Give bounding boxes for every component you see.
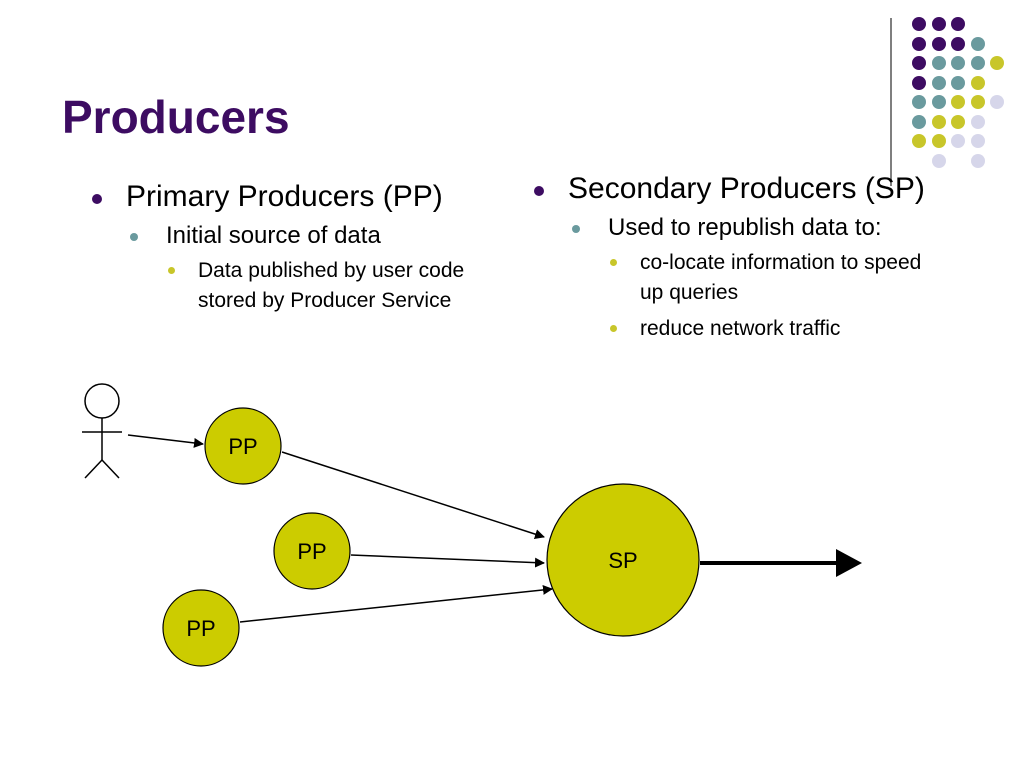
pp-node-1: PP bbox=[204, 407, 282, 485]
data-published-text: Data published by user code stored by Pr… bbox=[198, 259, 465, 312]
sp-node-label: SP bbox=[608, 548, 637, 573]
decorative-dot-icon bbox=[951, 134, 965, 148]
decorative-dot-icon bbox=[951, 114, 965, 129]
decorative-dot-icon bbox=[931, 153, 946, 168]
decorative-dot-icon bbox=[951, 17, 965, 31]
bullet-initial-source: Initial source of data bbox=[88, 222, 508, 250]
decorative-dot-icon bbox=[951, 75, 965, 90]
bullet-reduce-traffic: reduce network traffic bbox=[530, 314, 940, 344]
decorative-dot-icon bbox=[970, 114, 985, 129]
decorative-dot-icon bbox=[970, 134, 985, 148]
decorative-dot-icon bbox=[931, 95, 946, 109]
bullet-secondary-producers: Secondary Producers (SP) bbox=[530, 172, 930, 206]
decorative-dot-icon bbox=[970, 75, 985, 90]
bullet-primary-producers: Primary Producers (PP) bbox=[88, 180, 508, 214]
primary-producers-heading: Primary Producers (PP) bbox=[126, 180, 443, 213]
decorative-dot-icon bbox=[970, 36, 985, 51]
decorative-dot-icon bbox=[951, 95, 965, 109]
output-arrow bbox=[700, 549, 862, 577]
decorative-dot-icon bbox=[912, 36, 926, 51]
decorative-divider bbox=[890, 18, 892, 186]
decorative-dot-icon bbox=[912, 56, 926, 70]
arrow-pp1-to-sp bbox=[281, 451, 545, 539]
arrow-pp2-to-sp bbox=[350, 554, 545, 568]
bullet-republish: Used to republish data to: bbox=[530, 214, 930, 242]
secondary-producers-heading: Secondary Producers (SP) bbox=[568, 172, 925, 205]
pp-node-1-label: PP bbox=[228, 434, 257, 459]
bullet-dot-icon bbox=[610, 259, 617, 266]
decorative-dot-icon bbox=[912, 75, 926, 90]
bullet-dot-icon bbox=[572, 225, 580, 233]
decorative-dot-icon bbox=[912, 134, 926, 148]
slide-title: Producers bbox=[62, 91, 290, 143]
pp-node-3-label: PP bbox=[186, 616, 215, 641]
decorative-dot-icon bbox=[912, 114, 926, 129]
arrow-pp3-to-sp bbox=[239, 584, 553, 623]
user-stick-figure-icon bbox=[82, 383, 122, 479]
decorative-dot-icon bbox=[931, 36, 946, 51]
bullet-data-published: Data published by user code stored by Pr… bbox=[88, 256, 478, 316]
pp-node-2: PP bbox=[273, 512, 351, 590]
secondary-producers-column: Secondary Producers (SP) Used to republi… bbox=[530, 172, 930, 344]
decorative-dot-icon bbox=[912, 17, 926, 31]
pp-node-2-label: PP bbox=[297, 539, 326, 564]
bullet-dot-icon bbox=[168, 267, 175, 274]
bullet-dot-icon bbox=[130, 233, 138, 241]
primary-producers-column: Primary Producers (PP) Initial source of… bbox=[88, 180, 508, 316]
decorative-dot-icon bbox=[990, 95, 1004, 109]
reduce-traffic-text: reduce network traffic bbox=[640, 317, 841, 340]
bullet-dot-icon bbox=[534, 186, 544, 196]
decorative-dot-icon bbox=[912, 95, 926, 109]
colocate-text: co-locate information to speed up querie… bbox=[640, 251, 922, 304]
sp-node: SP bbox=[546, 483, 700, 637]
decorative-dot-icon bbox=[951, 56, 965, 70]
decorative-dot-icon bbox=[931, 114, 946, 129]
bullet-dot-icon bbox=[610, 325, 617, 332]
decorative-dot-icon bbox=[951, 36, 965, 51]
decorative-dot-icon bbox=[931, 134, 946, 148]
decorative-dot-icon bbox=[931, 56, 946, 70]
decorative-dot-icon bbox=[970, 56, 985, 70]
republish-text: Used to republish data to: bbox=[608, 214, 882, 241]
bullet-dot-icon bbox=[92, 194, 102, 204]
arrow-user-to-pp bbox=[127, 434, 204, 448]
decorative-dot-icon bbox=[970, 153, 985, 168]
decorative-dot-icon bbox=[990, 56, 1004, 70]
bullet-colocate: co-locate information to speed up querie… bbox=[530, 248, 940, 308]
initial-source-text: Initial source of data bbox=[166, 222, 381, 249]
decorative-dot-icon bbox=[970, 95, 985, 109]
decorative-dot-icon bbox=[931, 17, 946, 31]
pp-node-3: PP bbox=[162, 589, 240, 667]
decorative-dot-icon bbox=[931, 75, 946, 90]
